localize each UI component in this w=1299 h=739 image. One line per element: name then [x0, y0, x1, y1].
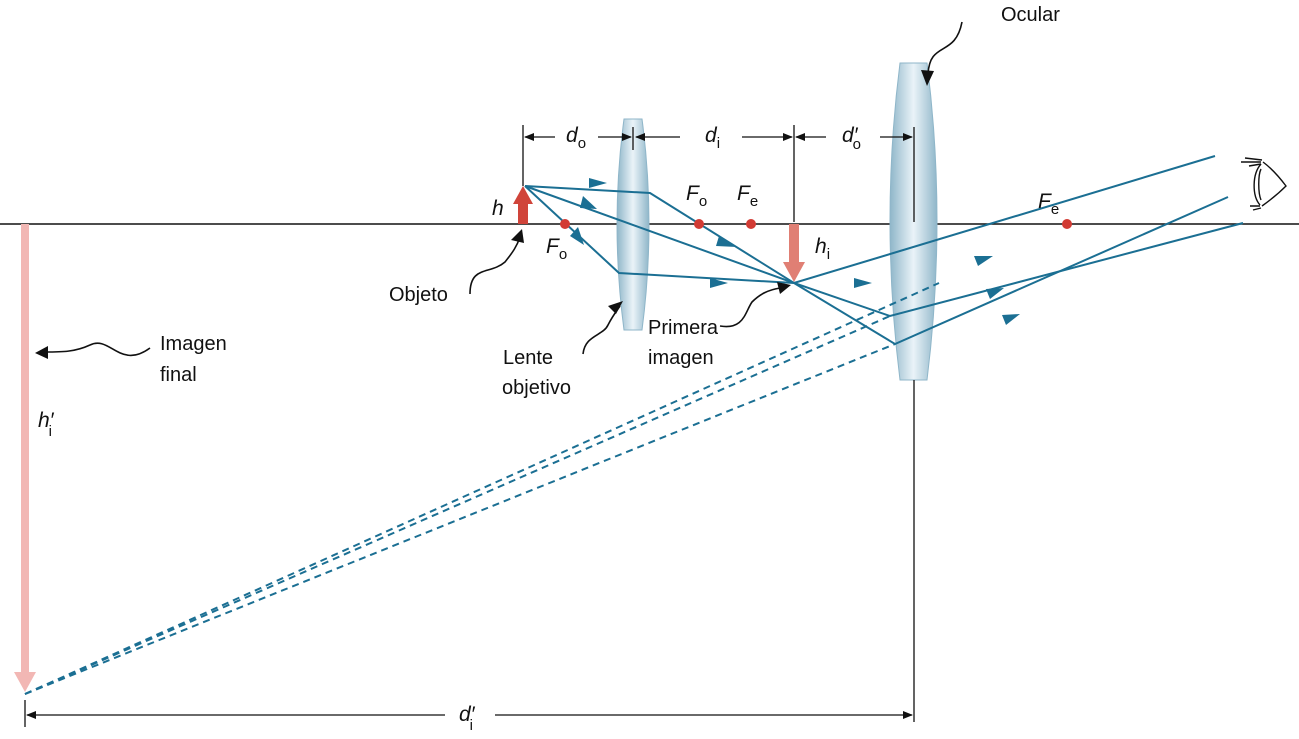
label-ocular: Ocular: [1001, 4, 1060, 26]
first-image-arrow: [783, 224, 805, 282]
symbol-f-o-left: Fo: [546, 235, 567, 263]
light-rays: [524, 155, 1244, 346]
final-image-arrow: [14, 224, 36, 692]
label-imagen-final-line2: final: [160, 364, 197, 386]
label-primera-imagen-line1: Primera: [648, 317, 719, 339]
symbol-h-i: hi: [815, 235, 830, 263]
symbol-h-i-prime: h′i: [38, 409, 55, 440]
pointer-heads: [35, 70, 934, 359]
dimension-lines: [24, 125, 915, 727]
label-objeto: Objeto: [389, 284, 448, 306]
virtual-rays: [24, 282, 940, 695]
focal-point-fe-outer: [1062, 219, 1072, 229]
label-lente-objetivo-line1: Lente: [503, 347, 553, 369]
focal-point-fe-inner: [746, 219, 756, 229]
symbol-f-o-right: Fo: [686, 182, 707, 210]
symbol-d-i: di: [705, 124, 720, 152]
ray-arrowheads: [570, 178, 1020, 325]
label-imagen-final-line1: Imagen: [160, 333, 227, 355]
symbol-f-e-inner: Fe: [737, 182, 758, 210]
symbol-h: h: [492, 197, 504, 220]
label-lente-objetivo-line2: objetivo: [502, 377, 571, 399]
label-primera-imagen-line2: imagen: [648, 347, 714, 369]
symbol-d-o-prime: d′o: [842, 124, 861, 153]
symbol-d-o: do: [566, 124, 586, 152]
focal-point-fo-left: [560, 219, 570, 229]
label-pointers: [44, 21, 963, 356]
eye-icon: [1241, 157, 1287, 211]
symbol-d-i-prime: d′i: [459, 703, 476, 734]
object-arrow: [513, 186, 533, 224]
symbol-f-e-outer: Fe: [1038, 190, 1059, 218]
focal-point-fo-right: [694, 219, 704, 229]
